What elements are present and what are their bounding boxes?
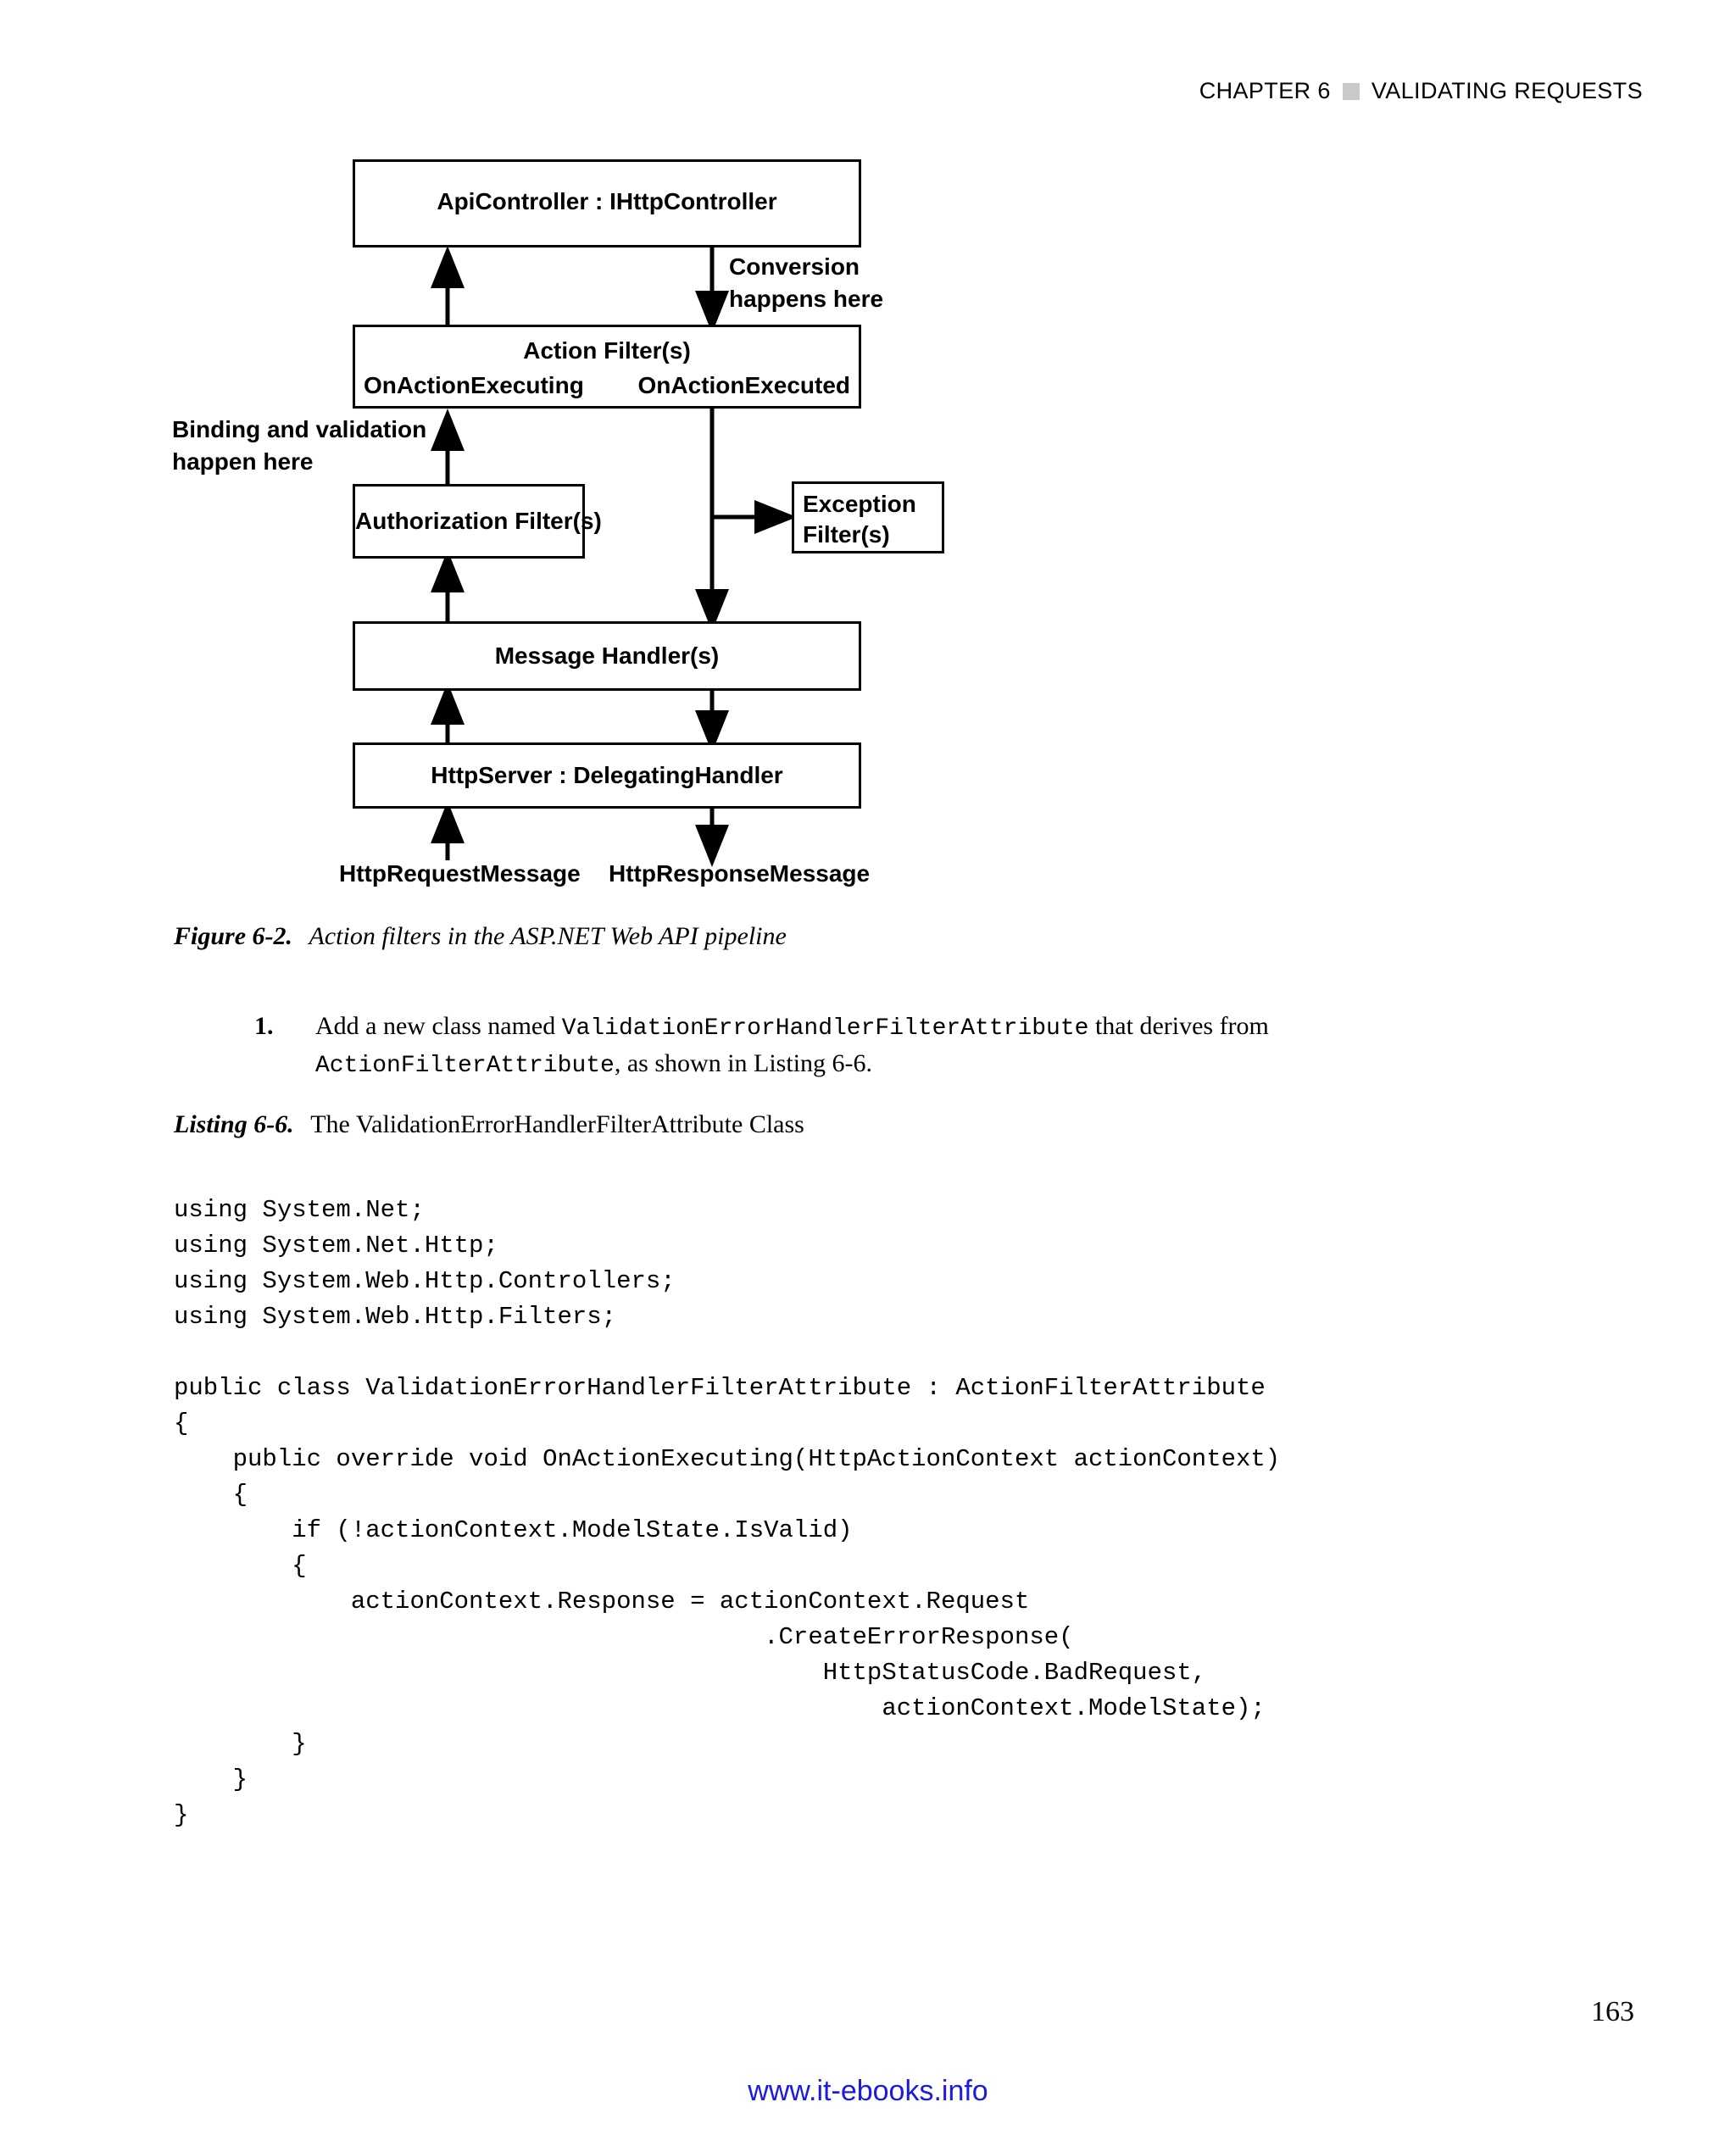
diagram-box-message-handlers: Message Handler(s) xyxy=(353,621,861,691)
annotation-conversion: Conversion happens here xyxy=(729,251,883,315)
diagram-box-api-controller: ApiController : IHttpController xyxy=(353,159,861,247)
figure-caption: Figure 6-2. Action filters in the ASP.NE… xyxy=(174,922,787,951)
step-code-1: ValidationErrorHandlerFilterAttribute xyxy=(561,1015,1089,1042)
chapter-label: CHAPTER 6 xyxy=(1199,78,1331,103)
step-code-2: ActionFilterAttribute xyxy=(315,1052,615,1079)
listing-title-text: The ValidationErrorHandlerFilterAttribut… xyxy=(310,1110,804,1138)
diagram-box-http-server: HttpServer : DelegatingHandler xyxy=(353,742,861,809)
figure-caption-text: Action filters in the ASP.NET Web API pi… xyxy=(309,922,787,950)
box-label: Authorization Filter(s) xyxy=(355,508,602,534)
box-label-on-action-executing: OnActionExecuting xyxy=(364,372,584,398)
figure-6-2: ApiController : IHttpController Conversi… xyxy=(0,0,1736,915)
annotation-request-message: HttpRequestMessage xyxy=(339,860,581,887)
box-label-line2: Filter(s) xyxy=(803,521,890,548)
box-label: ApiController : IHttpController xyxy=(437,188,777,214)
watermark-link: www.it-ebooks.info xyxy=(748,2075,988,2107)
chapter-title: VALIDATING REQUESTS xyxy=(1371,78,1643,103)
annotation-binding-line1: Binding and validation xyxy=(172,416,427,442)
annotation-response-message: HttpResponseMessage xyxy=(609,860,871,887)
annotation-conversion-line1: Conversion xyxy=(729,253,860,280)
annotation-conversion-line2: happens here xyxy=(729,285,884,312)
step-text-part2: that derives from xyxy=(1088,1012,1269,1040)
annotation-binding: Binding and validation happen here xyxy=(172,414,426,478)
step-body: Add a new class named ValidationErrorHan… xyxy=(315,1009,1458,1083)
gray-square-icon xyxy=(1342,82,1360,100)
step-number: 1. xyxy=(254,1012,274,1040)
box-label-on-action-executed: OnActionExecuted xyxy=(637,372,850,398)
diagram-box-exception-filters: Exception Filter(s) xyxy=(792,481,944,553)
figure-caption-label: Figure 6-2. xyxy=(174,922,293,950)
step-text-part3: , as shown in Listing 6-6. xyxy=(614,1048,873,1077)
step-text-part1: Add a new class named xyxy=(315,1012,562,1040)
diagram-box-authorization-filters: Authorization Filter(s) xyxy=(353,484,602,559)
listing-label: Listing 6-6. xyxy=(174,1110,294,1138)
annotation-binding-line2: happen here xyxy=(172,448,314,475)
box-label-line1: Exception xyxy=(803,491,916,517)
listing-title: Listing 6-6. The ValidationErrorHandlerF… xyxy=(174,1110,804,1139)
numbered-step-1: 1. Add a new class named ValidationError… xyxy=(254,1009,1458,1083)
box-label: Action Filter(s) xyxy=(523,337,691,364)
running-head: CHAPTER 6 VALIDATING REQUESTS xyxy=(1199,78,1643,104)
diagram-box-action-filters: Action Filter(s) OnActionExecuting OnAct… xyxy=(353,325,861,409)
box-label: HttpServer : DelegatingHandler xyxy=(431,762,783,788)
box-label: Message Handler(s) xyxy=(494,642,720,669)
code-listing: using System.Net; using System.Net.Http;… xyxy=(174,1196,1281,1829)
page-number: 163 xyxy=(1591,1996,1634,2027)
